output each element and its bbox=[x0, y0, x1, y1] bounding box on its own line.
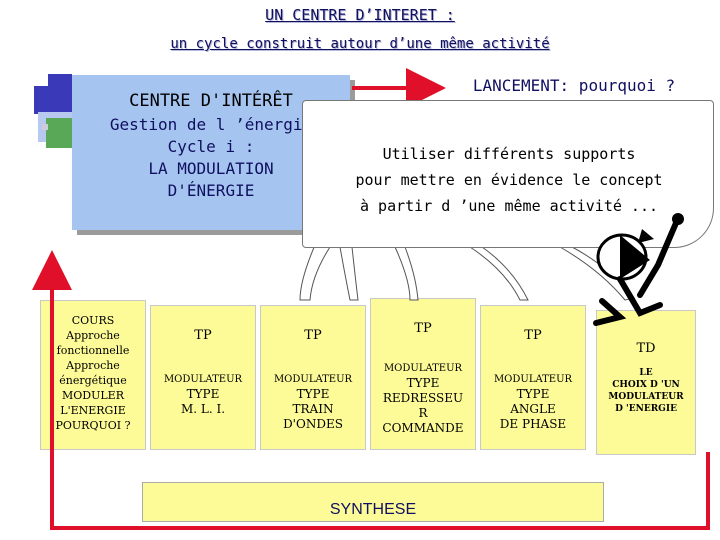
main-card-heading: CENTRE D'INTÉRÊT bbox=[129, 91, 293, 111]
td-text: LE CHOIX D 'UN MODULATEUR D 'ENERGIE bbox=[597, 367, 695, 415]
tp-angle-head: TP bbox=[524, 328, 542, 343]
stick-figure-icon bbox=[593, 213, 684, 326]
tp-mli-line: MODULATEUR bbox=[163, 374, 243, 385]
td-line: MODULATEUR bbox=[608, 392, 684, 402]
column-tp-mli: TP MODULATEUR TYPE M. L. I. bbox=[150, 305, 256, 450]
tp-angle-line: ANGLE bbox=[510, 402, 556, 416]
cours-line: énergétique bbox=[59, 374, 127, 387]
bubble-line-3: à partir d ’une même activité ... bbox=[359, 197, 658, 215]
speech-bubble: Utiliser différents supports pour mettre… bbox=[302, 100, 714, 248]
tp-train-line: D'ONDES bbox=[283, 417, 343, 431]
tp-redresseur-line: REDRESSEU bbox=[382, 391, 464, 405]
cours-line: L'ENERGIE bbox=[60, 404, 126, 417]
tp-train-line: MODULATEUR bbox=[273, 374, 353, 385]
cours-line: Approche bbox=[66, 359, 120, 372]
tp-redresseur-line: TYPE bbox=[406, 376, 440, 390]
page-subtitle: un cycle construit autour d’une même act… bbox=[170, 36, 550, 52]
tp-mli-line: M. L. I. bbox=[180, 402, 226, 416]
tp-mli-head: TP bbox=[194, 328, 212, 343]
main-card-line-4: LA MODULATION bbox=[148, 159, 274, 178]
main-card-line-5: D'ÉNERGIE bbox=[167, 181, 255, 200]
td-line: D 'ENERGIE bbox=[615, 404, 677, 414]
cours-line: Approche bbox=[66, 329, 120, 342]
main-card-line-2: Gestion de l ’énergie bbox=[109, 115, 313, 134]
column-td: TD LE CHOIX D 'UN MODULATEUR D 'ENERGIE bbox=[596, 310, 696, 455]
tp-train-text: MODULATEUR TYPE TRAIN D'ONDES bbox=[261, 372, 365, 432]
tp-angle-text: MODULATEUR TYPE ANGLE DE PHASE bbox=[481, 372, 585, 432]
tp-redresseur-line: COMMANDE bbox=[382, 421, 464, 435]
bubble-line-2: pour mettre en évidence le concept bbox=[355, 171, 663, 189]
tp-train-line: TRAIN bbox=[292, 402, 334, 416]
tp-redresseur-line: MODULATEUR bbox=[383, 363, 463, 374]
column-tp-angle: TP MODULATEUR TYPE ANGLE DE PHASE bbox=[480, 305, 586, 450]
synthese-bar: SYNTHESE bbox=[142, 482, 604, 522]
cours-line: fonctionnelle bbox=[56, 344, 130, 357]
cours-line: COURS bbox=[71, 314, 115, 327]
tp-redresseur-text: MODULATEUR TYPE REDRESSEU R COMMANDE bbox=[371, 361, 475, 436]
td-head: TD bbox=[636, 341, 656, 356]
tp-mli-text: MODULATEUR TYPE M. L. I. bbox=[151, 372, 255, 417]
tp-angle-line: DE PHASE bbox=[499, 417, 567, 431]
cours-line: POURQUOI ? bbox=[55, 419, 131, 432]
tp-redresseur-line: R bbox=[418, 406, 428, 420]
tp-mli-line: TYPE bbox=[186, 387, 220, 401]
tp-train-head: TP bbox=[304, 328, 322, 343]
cours-line: MODULER bbox=[62, 389, 124, 402]
td-line: LE bbox=[639, 368, 653, 378]
td-line: CHOIX D 'UN bbox=[612, 380, 680, 390]
tp-angle-line: TYPE bbox=[516, 387, 550, 401]
bubble-line-1: Utiliser différents supports bbox=[382, 145, 636, 163]
cours-text: COURS Approche fonctionnelle Approche én… bbox=[41, 313, 145, 433]
loop-arrow-line bbox=[50, 432, 710, 530]
column-cours: COURS Approche fonctionnelle Approche én… bbox=[40, 300, 146, 450]
column-tp-redresseur: TP MODULATEUR TYPE REDRESSEU R COMMANDE bbox=[370, 298, 476, 450]
column-tp-train: TP MODULATEUR TYPE TRAIN D'ONDES bbox=[260, 305, 366, 450]
tp-angle-line: MODULATEUR bbox=[493, 374, 573, 385]
tp-redresseur-head: TP bbox=[414, 321, 432, 336]
main-card-line-3: Cycle i : bbox=[167, 137, 255, 156]
synthese-label: SYNTHESE bbox=[329, 501, 417, 518]
page-title: UN CENTRE D’INTERET : bbox=[265, 6, 455, 24]
lancement-label: LANCEMENT: pourquoi ? bbox=[442, 68, 706, 102]
tp-train-line: TYPE bbox=[296, 387, 330, 401]
